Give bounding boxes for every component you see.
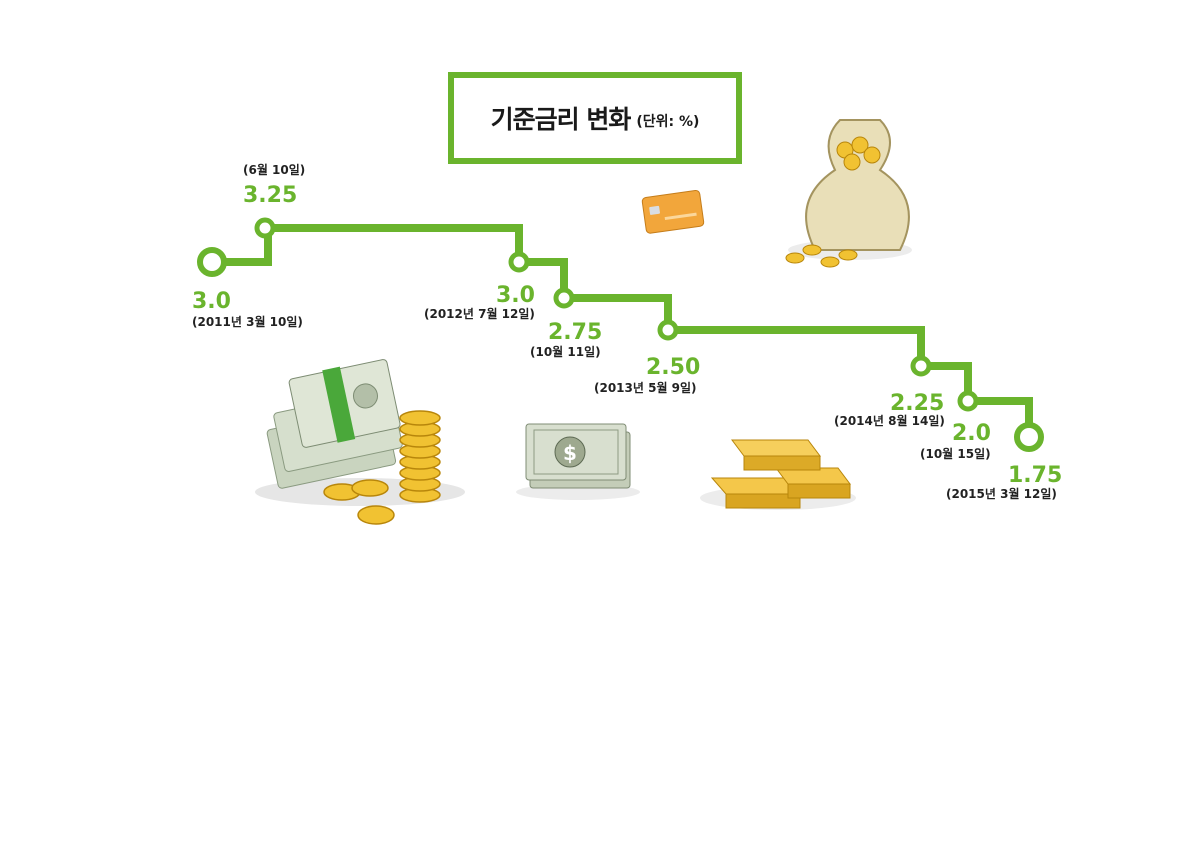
rate-point-marker xyxy=(910,355,932,377)
rate-point-marker xyxy=(957,390,979,412)
dollar-bills-icon: $ xyxy=(516,423,640,500)
coin-bag-icon xyxy=(785,119,912,268)
rate-point-marker xyxy=(508,251,530,273)
chart-unit: (단위: %) xyxy=(636,114,700,130)
title-box: 기준금리 변화 (단위: %) xyxy=(460,83,730,153)
rate-point-marker xyxy=(1014,422,1044,452)
rate-point-marker xyxy=(553,287,575,309)
rate-date-label: (6월 10일) xyxy=(243,162,305,177)
rate-date-label: (2014년 8월 14일) xyxy=(834,413,945,428)
rate-date-label: (10월 15일) xyxy=(920,446,991,461)
rate-date-label: (2015년 3월 12일) xyxy=(946,486,1057,501)
chart-title: 기준금리 변화 xyxy=(490,105,632,134)
rate-point-marker xyxy=(254,217,276,239)
money-stack-with-coins-icon xyxy=(255,359,465,525)
rate-value-label: 1.75 xyxy=(1008,463,1062,488)
rate-date-label: (2013년 5월 9일) xyxy=(594,380,697,395)
rate-date-label: (2011년 3월 10일) xyxy=(192,314,303,329)
rate-value-label: 2.75 xyxy=(548,320,602,345)
rate-date-label: (10월 11일) xyxy=(530,344,601,359)
gold-bars-icon xyxy=(700,439,856,510)
rate-value-label: 3.25 xyxy=(243,183,297,208)
rate-label-layer: 3.0(2011년 3월 10일)3.25(6월 10일)3.0(2012년 7… xyxy=(192,162,1062,501)
rate-step-line xyxy=(212,224,1033,437)
rate-value-label: 2.50 xyxy=(646,355,700,380)
dollar-sign-glyph: $ xyxy=(563,441,577,465)
rate-value-label: 3.0 xyxy=(192,289,231,314)
rate-marker-layer xyxy=(197,217,1044,452)
rate-point-marker xyxy=(657,319,679,341)
credit-card-icon xyxy=(641,190,705,234)
rate-date-label: (2012년 7월 12일) xyxy=(424,306,535,321)
rate-value-label: 2.0 xyxy=(952,421,991,446)
rate-point-marker xyxy=(197,247,227,277)
rate-line-layer xyxy=(212,224,1033,437)
rate-value-label: 3.0 xyxy=(496,283,535,308)
rate-value-label: 2.25 xyxy=(890,391,944,416)
